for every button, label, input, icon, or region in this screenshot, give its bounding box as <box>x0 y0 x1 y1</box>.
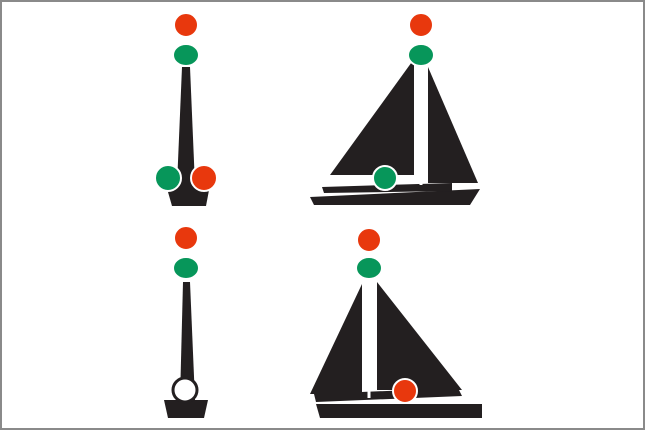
fore-sail <box>428 67 478 183</box>
side-white-light <box>173 378 197 402</box>
mast <box>177 67 195 185</box>
masthead-green-light <box>356 257 382 279</box>
masthead-green-light <box>173 257 199 279</box>
vessel-top-right <box>302 7 487 212</box>
fore-sail <box>310 284 362 394</box>
masthead-red-light <box>174 13 198 37</box>
vessel-top-left-drawing <box>142 7 232 212</box>
vessel-bottom-left <box>152 222 222 422</box>
masthead-green-light <box>408 44 434 66</box>
vessel-bottom-right <box>302 222 492 422</box>
main-sail <box>330 59 414 175</box>
vessel-top-left <box>142 7 232 212</box>
vessel-bottom-right-drawing <box>302 222 492 422</box>
hull <box>316 404 482 418</box>
side-red-light <box>191 165 217 191</box>
vessel-top-right-drawing <box>302 7 487 212</box>
masthead-red-light <box>174 226 198 250</box>
side-green-light <box>155 165 181 191</box>
vessel-bottom-left-drawing <box>152 222 222 422</box>
side-red-light <box>393 379 417 403</box>
masthead-red-light <box>357 228 381 252</box>
side-green-light <box>373 166 397 190</box>
masthead-green-light <box>173 44 199 66</box>
main-sail <box>377 282 462 390</box>
masthead-red-light <box>409 13 433 37</box>
